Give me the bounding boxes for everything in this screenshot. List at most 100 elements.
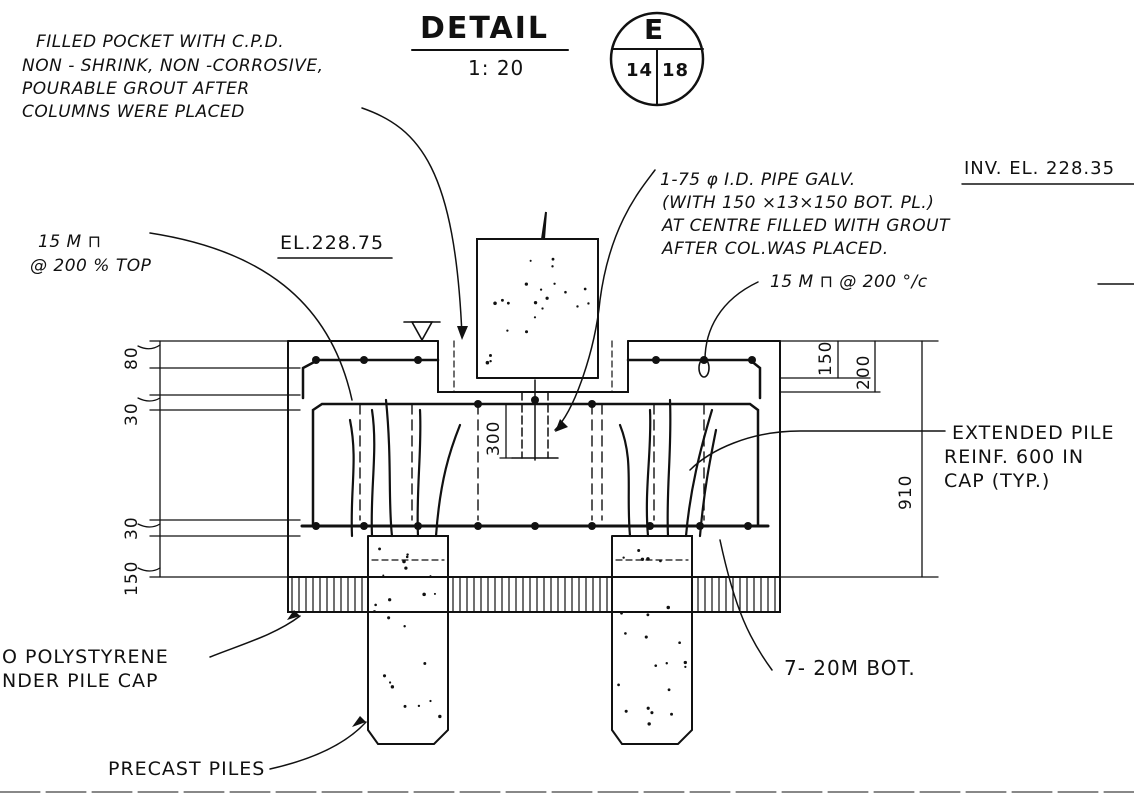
aggregate-speck [417,704,421,708]
rebar-dot [531,522,539,530]
pipe-note-line-2: (WITH 150 ×13×150 BOT. PL.) [662,193,935,213]
aggregate-speck [429,699,432,703]
aggregate-speck [403,625,406,628]
pile-reinf-line-2: REINF. 600 IN [944,446,1085,468]
aggregate-speck [485,360,490,365]
precast-column [476,211,599,379]
rebar-dot [414,356,422,364]
rebar-dot [652,356,660,364]
elevation-marker [277,257,441,342]
aggregate-speck [553,282,556,285]
dimension-300 [499,403,513,459]
pile-cap-outline [287,340,781,613]
aggregate-speck [403,704,407,708]
rebar-dot [360,522,368,530]
aggregate-speck [617,683,620,687]
rebar-dots [312,356,756,530]
aggregate-speck [539,288,543,291]
aggregate-speck [402,559,406,564]
inv-elevation-label: INV. EL. 228.35 [964,158,1116,179]
aggregate-speck [646,706,650,710]
top-bars-line-2: @ 200 % TOP [30,256,152,276]
aggregate-speck [433,592,436,595]
concrete-aggregate [373,257,687,726]
pocket-note-line-1: FILLED POCKET WITH C.P.D. [36,32,285,52]
dashed-vertical-bars [477,403,603,521]
aggregate-speck [489,353,492,357]
grout-pocket [437,340,629,393]
aggregate-speck [620,611,623,615]
dim-80: 80 [122,346,142,370]
detail-sheet-left: 14 [626,60,654,81]
aggregate-speck [551,265,554,268]
dim-150-left: 150 [122,560,142,596]
dim-200: 200 [854,354,874,390]
dim-30-top: 30 [122,402,142,426]
pocket-note-line-3: POURABLE GROUT AFTER [22,79,250,99]
aggregate-speck [622,556,625,559]
aggregate-speck [390,685,395,689]
pipe-note-line-4: AFTER COL.WAS PLACED. [662,239,889,259]
pipe-note-line-3: AT CENTRE FILLED WITH GROUT [662,216,950,236]
aggregate-speck [533,300,538,305]
aggregate-speck [576,305,579,308]
aggregate-speck [666,605,670,610]
aggregate-speck [583,287,587,291]
aggregate-speck [659,559,662,563]
leader-lines [149,107,946,770]
aggregate-speck [500,298,504,302]
aggregate-speck [429,575,432,578]
aggregate-speck [640,557,645,561]
aggregate-speck [378,547,381,551]
top-reinforcement [301,358,762,527]
aggregate-speck [493,301,497,306]
pocket-note-line-4: COLUMNS WERE PLACED [22,102,245,122]
aggregate-speck [533,316,537,319]
aggregate-speck [387,616,391,620]
pipe-note-line-1: 1-75 φ I.D. PIPE GALV. [660,170,856,190]
leader-arrowheads [287,326,568,727]
aggregate-speck [438,714,442,719]
aggregate-speck [670,712,673,716]
detail-title: DETAIL [420,11,550,46]
pocket-note-line-2: NON - SHRINK, NON -CORROSIVE, [22,56,324,76]
rebar-dot [588,522,596,530]
detail-scale: 1: 20 [468,56,525,80]
aggregate-speck [529,259,532,262]
aggregate-speck [683,660,687,665]
detail-sheet-right: 18 [662,60,690,81]
aggregate-speck [646,557,650,561]
rebar-dot [360,356,368,364]
aggregate-speck [678,641,681,645]
detail-bubble [609,11,705,107]
dim-300: 300 [484,420,504,456]
pile-reinf-line-1: EXTENDED PILE [952,422,1115,444]
dimension-left [137,340,301,578]
precast-pile-right [611,535,693,745]
aggregate-speck [541,307,544,310]
aggregate-speck [587,302,590,305]
rebar-dot [312,356,320,364]
pile-reinf-line-3: CAP (TYP.) [944,470,1051,492]
aggregate-speck [624,709,628,713]
polystyrene-line-1: O POLYSTYRENE [2,646,169,668]
aggregate-speck [423,662,427,665]
aggregate-speck [665,662,668,665]
aggregate-speck [551,257,555,261]
elevation-label: EL.228.75 [280,232,385,254]
dim-910: 910 [896,474,916,510]
aggregate-speck [644,635,648,639]
top-bars-line-1: 15 M ⊓ [38,232,102,252]
dimension-right [627,340,939,578]
aggregate-speck [624,632,627,635]
aggregate-speck [545,296,549,300]
aggregate-speck [404,566,408,570]
aggregate-speck [654,664,658,667]
aggregate-speck [637,548,641,552]
rebar-dot [474,522,482,530]
polystyrene-line-2: NDER PILE CAP [2,670,159,692]
aggregate-speck [373,610,376,614]
detail-letter: E [644,13,666,46]
aggregate-speck [382,574,385,577]
